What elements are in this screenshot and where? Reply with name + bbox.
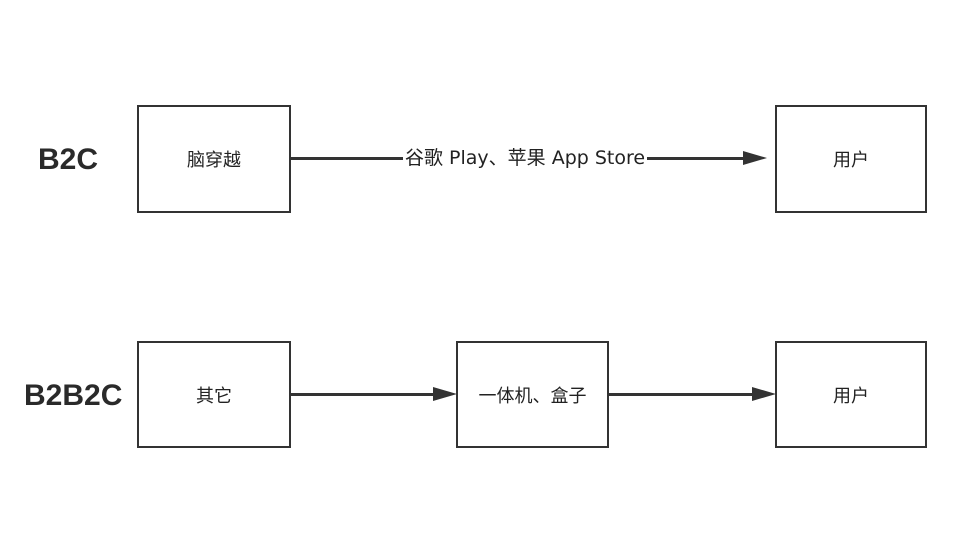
row-label-b2c: B2C xyxy=(38,143,99,176)
arrow-head-device-to-user xyxy=(752,387,776,401)
node-user-b2c: 用户 xyxy=(775,105,927,213)
arrow-head-b2c xyxy=(743,151,767,165)
edge-line-others-to-device xyxy=(291,393,433,396)
edge-label-app-stores: 谷歌 Play、苹果 App Store xyxy=(403,147,648,169)
arrow-head-others-to-device xyxy=(433,387,457,401)
node-device-box: 一体机、盒子 xyxy=(456,341,609,448)
edge-line-device-to-user xyxy=(609,393,752,396)
row-label-b2b2c: B2B2C xyxy=(24,379,123,412)
node-brain-crossing: 脑穿越 xyxy=(137,105,291,213)
node-others: 其它 xyxy=(137,341,291,448)
node-user-b2b2c: 用户 xyxy=(775,341,927,448)
